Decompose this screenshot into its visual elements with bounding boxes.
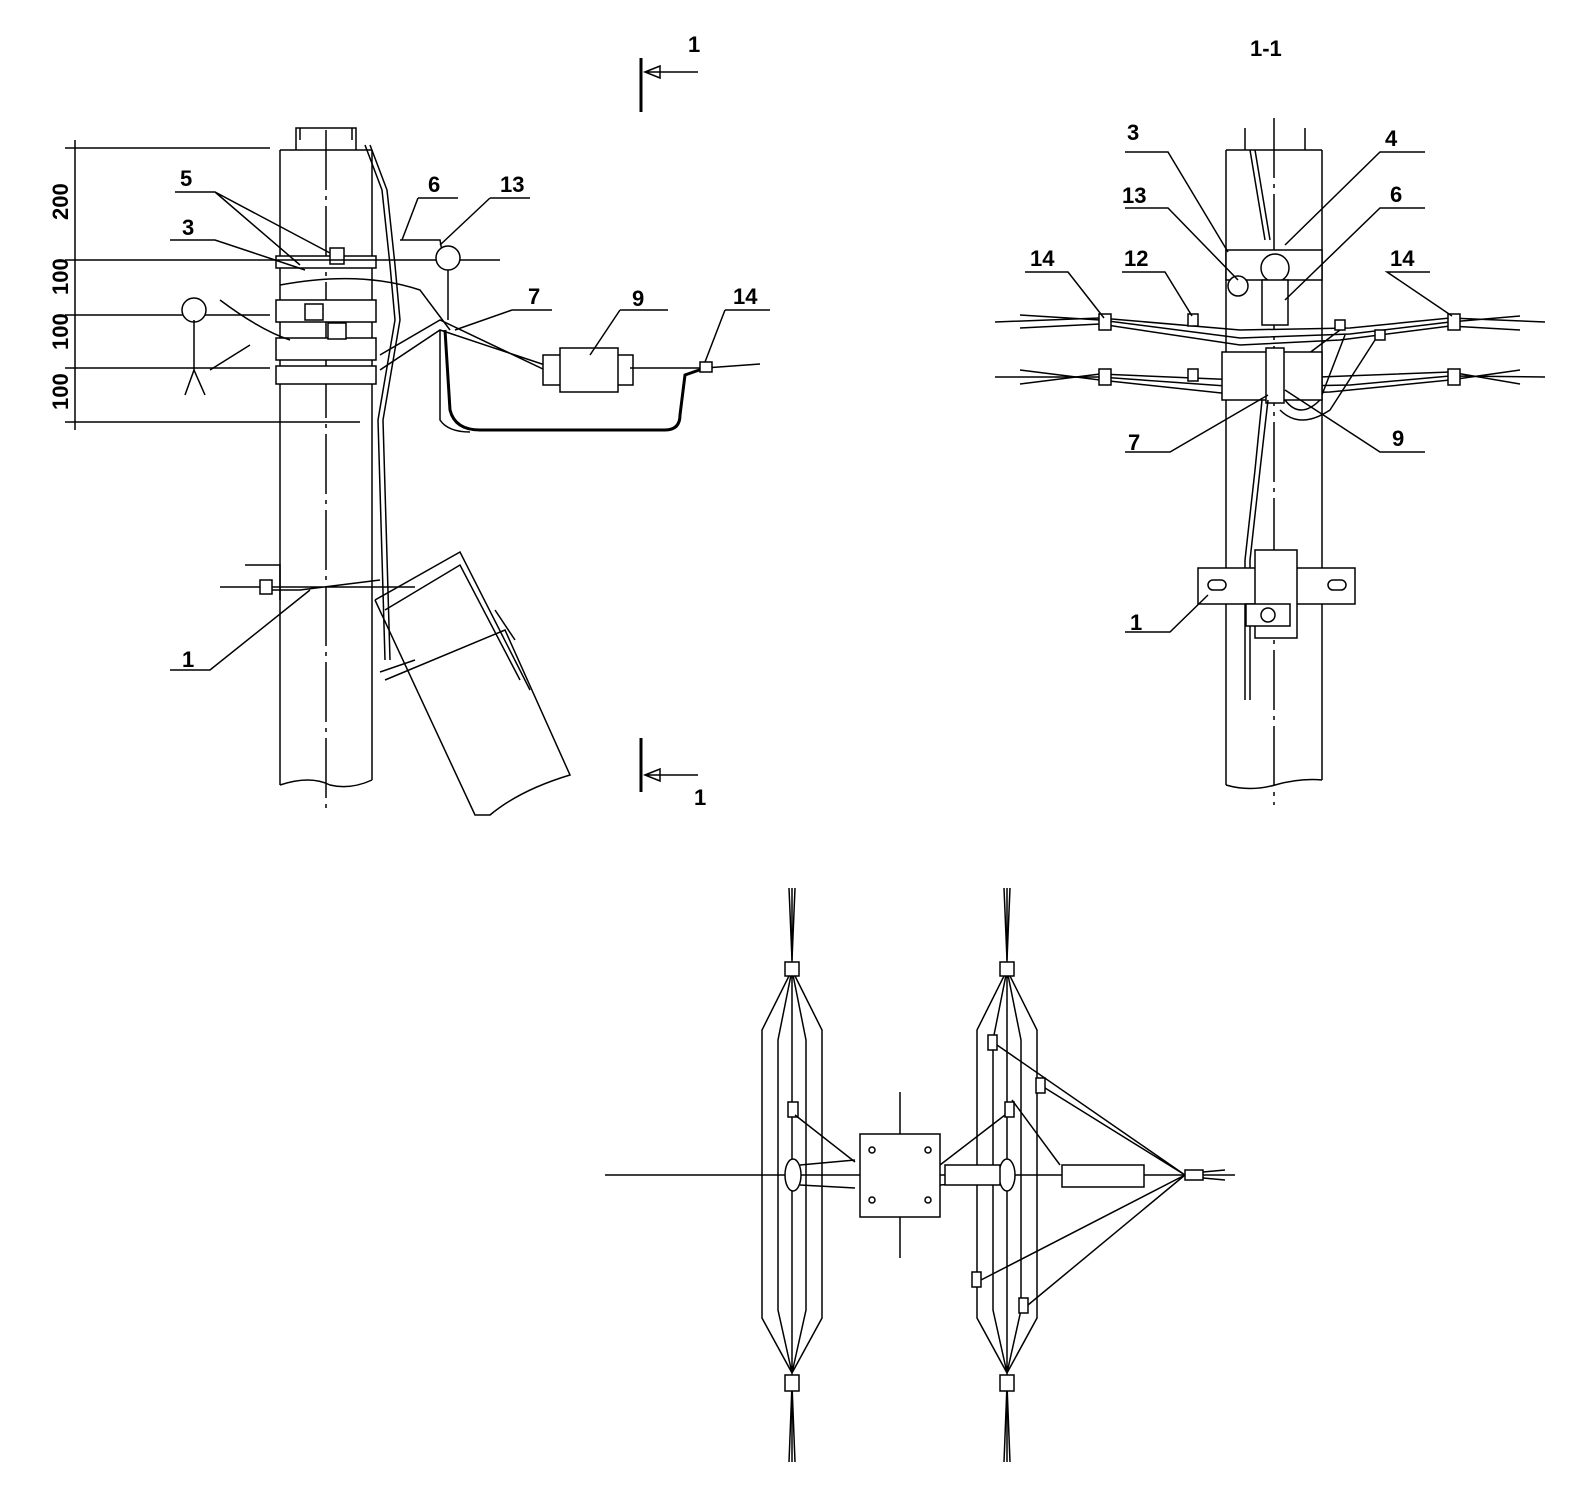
section-marker-bottom: 1 <box>639 738 706 810</box>
callout-1: 1 <box>182 647 194 672</box>
hardware <box>181 144 761 816</box>
plan-view <box>605 887 1235 1463</box>
callout-14-right: 14 <box>1390 246 1415 271</box>
svg-text:1: 1 <box>694 785 706 810</box>
dimension-100-a: 100 <box>48 258 73 295</box>
callout-13: 13 <box>1122 183 1146 208</box>
callout-1: 1 <box>1130 610 1142 635</box>
callout-7: 7 <box>1128 430 1140 455</box>
section-title: 1-1 <box>1250 36 1282 61</box>
left-cable-bundle <box>761 887 856 1463</box>
pole <box>279 149 373 788</box>
callout-3: 3 <box>182 215 194 240</box>
section-view: 1-1 <box>994 36 1546 805</box>
section-marker-top: 1 <box>639 32 700 112</box>
dimension-100-c: 100 <box>48 373 73 410</box>
callout-14-left: 14 <box>1030 246 1055 271</box>
pole-top-bracket <box>295 127 357 150</box>
callout-12: 12 <box>1124 246 1148 271</box>
side-callouts: 5 3 6 13 7 9 14 1 <box>170 166 770 672</box>
dimension-200: 200 <box>48 183 73 220</box>
section-callouts: 3 13 4 6 14 12 14 7 9 1 <box>1025 120 1453 635</box>
callout-6: 6 <box>1390 182 1402 207</box>
bracket-1 <box>1197 549 1356 639</box>
callout-14: 14 <box>733 284 758 309</box>
callout-5: 5 <box>180 166 192 191</box>
callout-4: 4 <box>1385 126 1398 151</box>
pole <box>1225 149 1323 790</box>
svg-text:1: 1 <box>688 32 700 57</box>
cable-bundles <box>994 313 1546 700</box>
pole-bands <box>275 247 377 385</box>
callout-6: 6 <box>428 172 440 197</box>
callout-7: 7 <box>528 284 540 309</box>
callout-13: 13 <box>500 172 524 197</box>
side-view: 200 100 100 100 <box>48 32 770 816</box>
callout-9: 9 <box>1392 426 1404 451</box>
dimension-100-b: 100 <box>48 313 73 350</box>
right-cable-bundle <box>939 887 1226 1463</box>
callout-3: 3 <box>1127 120 1139 145</box>
dimension-lines <box>65 140 500 430</box>
callout-9: 9 <box>632 286 644 311</box>
